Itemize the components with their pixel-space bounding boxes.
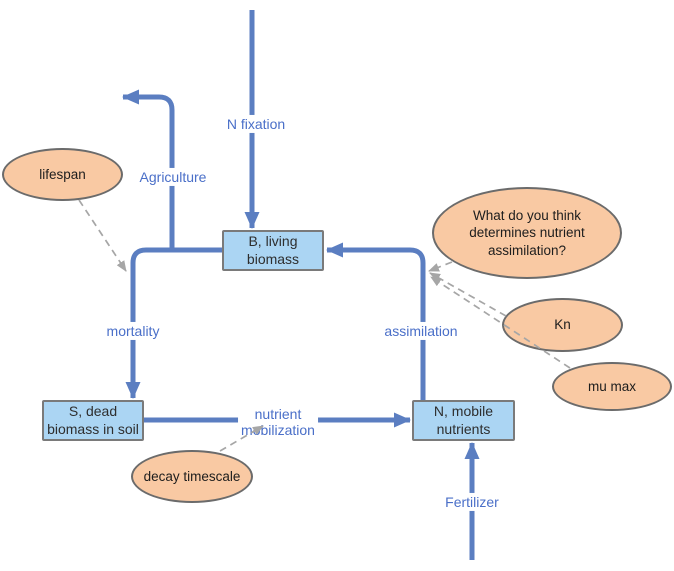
stock-box-living-biomass: B, living biomass: [222, 230, 324, 271]
assimilation-arrow: [326, 242, 426, 400]
flow-label-fertilizer: Fertilizer: [442, 492, 502, 512]
flow-label-n-fixation: N fixation: [223, 114, 289, 134]
ellipse-kn: Kn: [502, 298, 623, 352]
stock-box-dead-biomass: S, dead biomass in soil: [42, 400, 144, 441]
flow-label-nutrient-mobilization: nutrient mobilization: [238, 404, 318, 440]
ellipse-lifespan: lifespan: [2, 148, 123, 201]
agriculture-arrow: [122, 89, 175, 252]
flow-label-assimilation: assimilation: [381, 321, 461, 341]
ellipse-decay-timescale: decay timescale: [131, 450, 253, 503]
ellipse-question: What do you think determines nutrient as…: [432, 187, 622, 279]
ellipse-mu-max: mu max: [552, 362, 672, 411]
flow-label-agriculture: Agriculture: [136, 167, 210, 187]
mortality-arrow: [125, 247, 222, 399]
stock-box-mobile-nutrients: N, mobile nutrients: [412, 400, 515, 441]
flow-label-mortality: mortality: [103, 321, 163, 341]
